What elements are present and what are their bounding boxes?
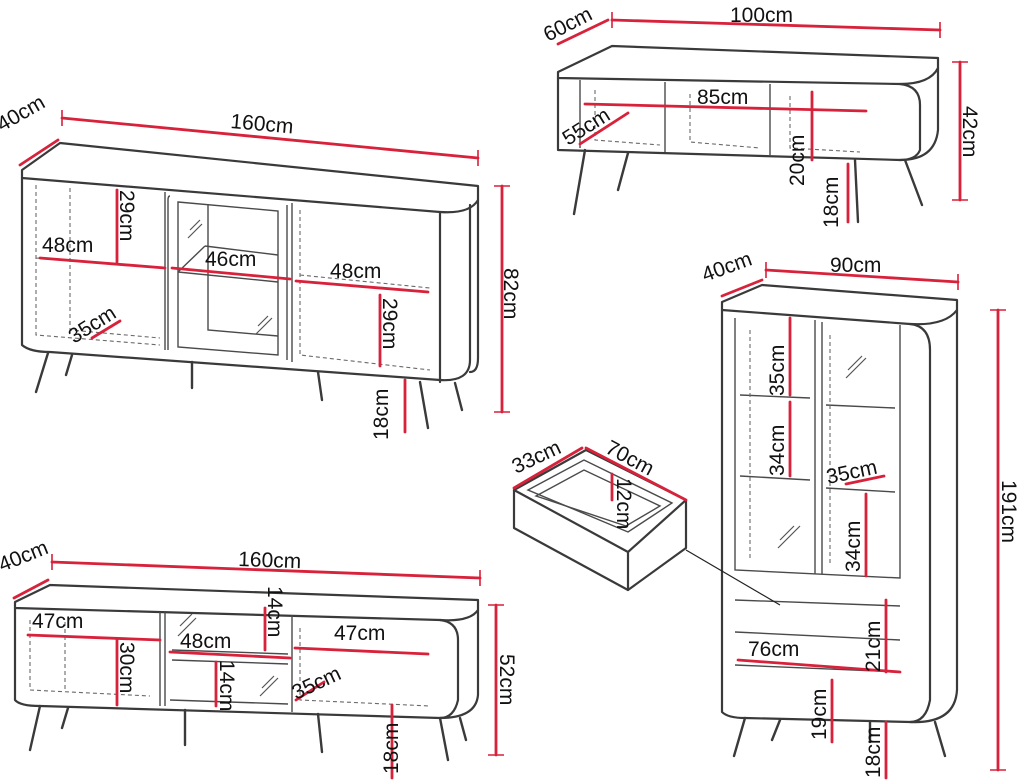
label-vit-drawer-h: 21cm — [862, 621, 885, 672]
sideboard-body — [20, 176, 472, 382]
label-tv2-left-h: 30cm — [115, 642, 138, 693]
drawer-box — [512, 448, 688, 592]
vitrine-top — [720, 283, 959, 326]
label-tv-height: 42cm — [958, 106, 981, 157]
label-vit-bottom-h: 19cm — [808, 689, 831, 740]
dimension-labels: 40cm 160cm 82cm 29cm 48cm 46cm 48cm 35cm… — [0, 3, 1020, 778]
label-tv-inner-w: 85cm — [697, 86, 748, 109]
label-sb1-shelf-h: 29cm — [115, 190, 138, 241]
label-tv2-inner-depth: 35cm — [288, 662, 344, 705]
label-sb1-height: 82cm — [499, 268, 522, 319]
label-tv2-mid-low-h: 14cm — [215, 660, 238, 711]
label-sb1-left-w: 48cm — [42, 234, 93, 257]
label-vit-height: 191cm — [997, 480, 1020, 543]
sideboard-top — [20, 141, 480, 214]
label-tv2-right-w: 47cm — [334, 622, 385, 645]
label-vit-inner-w: 76cm — [748, 638, 799, 661]
label-sb1-right-w: 48cm — [330, 260, 381, 283]
label-tv-leg: 18cm — [820, 177, 843, 228]
label-vit-depth: 40cm — [699, 248, 755, 287]
label-vit-shelf2: 34cm — [766, 425, 789, 476]
sideboard-160-dimensions — [18, 110, 510, 434]
drawer-dimensions — [512, 446, 688, 502]
label-tv-inner-h: 20cm — [786, 135, 809, 186]
sideboard-side — [438, 198, 480, 384]
label-sb1-leg: 18cm — [370, 389, 393, 440]
label-dr-width: 70cm — [602, 436, 658, 480]
tv2-top — [13, 583, 480, 622]
label-tv-width: 100cm — [730, 4, 793, 27]
label-vit-leg: 18cm — [862, 727, 885, 778]
label-sb1-mid-w: 46cm — [205, 248, 256, 271]
label-sb1-lower-h: 29cm — [378, 298, 401, 349]
label-tv-inner-depth: 55cm — [558, 104, 614, 151]
tv-stand-100-dimensions — [556, 12, 968, 224]
label-vit-shelf3: 34cm — [842, 521, 865, 572]
vitrine-90-drawing — [720, 283, 959, 758]
label-dr-depth: 33cm — [508, 436, 564, 479]
label-sb1-depth: 40cm — [0, 91, 49, 137]
tv-stand-100-drawing — [556, 44, 940, 224]
vitrine-90-dimensions — [720, 262, 1006, 780]
sideboard-160-drawing — [20, 141, 480, 430]
label-tv2-height: 52cm — [495, 654, 518, 705]
label-tv2-leg: 18cm — [380, 723, 403, 774]
label-vit-inner-depth: 35cm — [824, 456, 879, 489]
label-tv2-depth: 40cm — [0, 536, 51, 577]
label-sb1-width: 160cm — [230, 110, 295, 138]
drawer-drawing — [512, 448, 781, 606]
label-vit-width: 90cm — [830, 254, 881, 277]
label-tv2-mid-w: 48cm — [180, 630, 231, 653]
label-dr-height: 12cm — [612, 478, 635, 529]
tv-stand-160-dimensions — [12, 554, 504, 780]
label-tv2-top-h: 14cm — [263, 586, 286, 637]
tv-stand-160-drawing — [13, 583, 480, 762]
label-tv2-width: 160cm — [238, 548, 302, 573]
tv-top — [556, 44, 940, 86]
label-tv2-left-w: 47cm — [32, 610, 83, 633]
label-vit-shelf1: 35cm — [766, 345, 789, 396]
